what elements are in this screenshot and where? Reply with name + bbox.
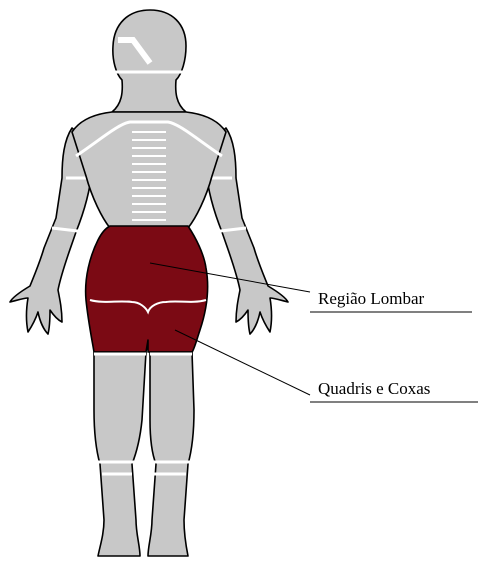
upper-back — [72, 112, 226, 228]
left-leg — [94, 352, 146, 556]
spine — [130, 124, 168, 224]
highlight-lower-back-hips — [86, 226, 208, 352]
right-leg — [148, 352, 194, 556]
label-lower-back: Região Lombar — [318, 289, 425, 308]
head — [112, 10, 186, 112]
label-hips-thighs: Quadris e Coxas — [318, 379, 430, 398]
